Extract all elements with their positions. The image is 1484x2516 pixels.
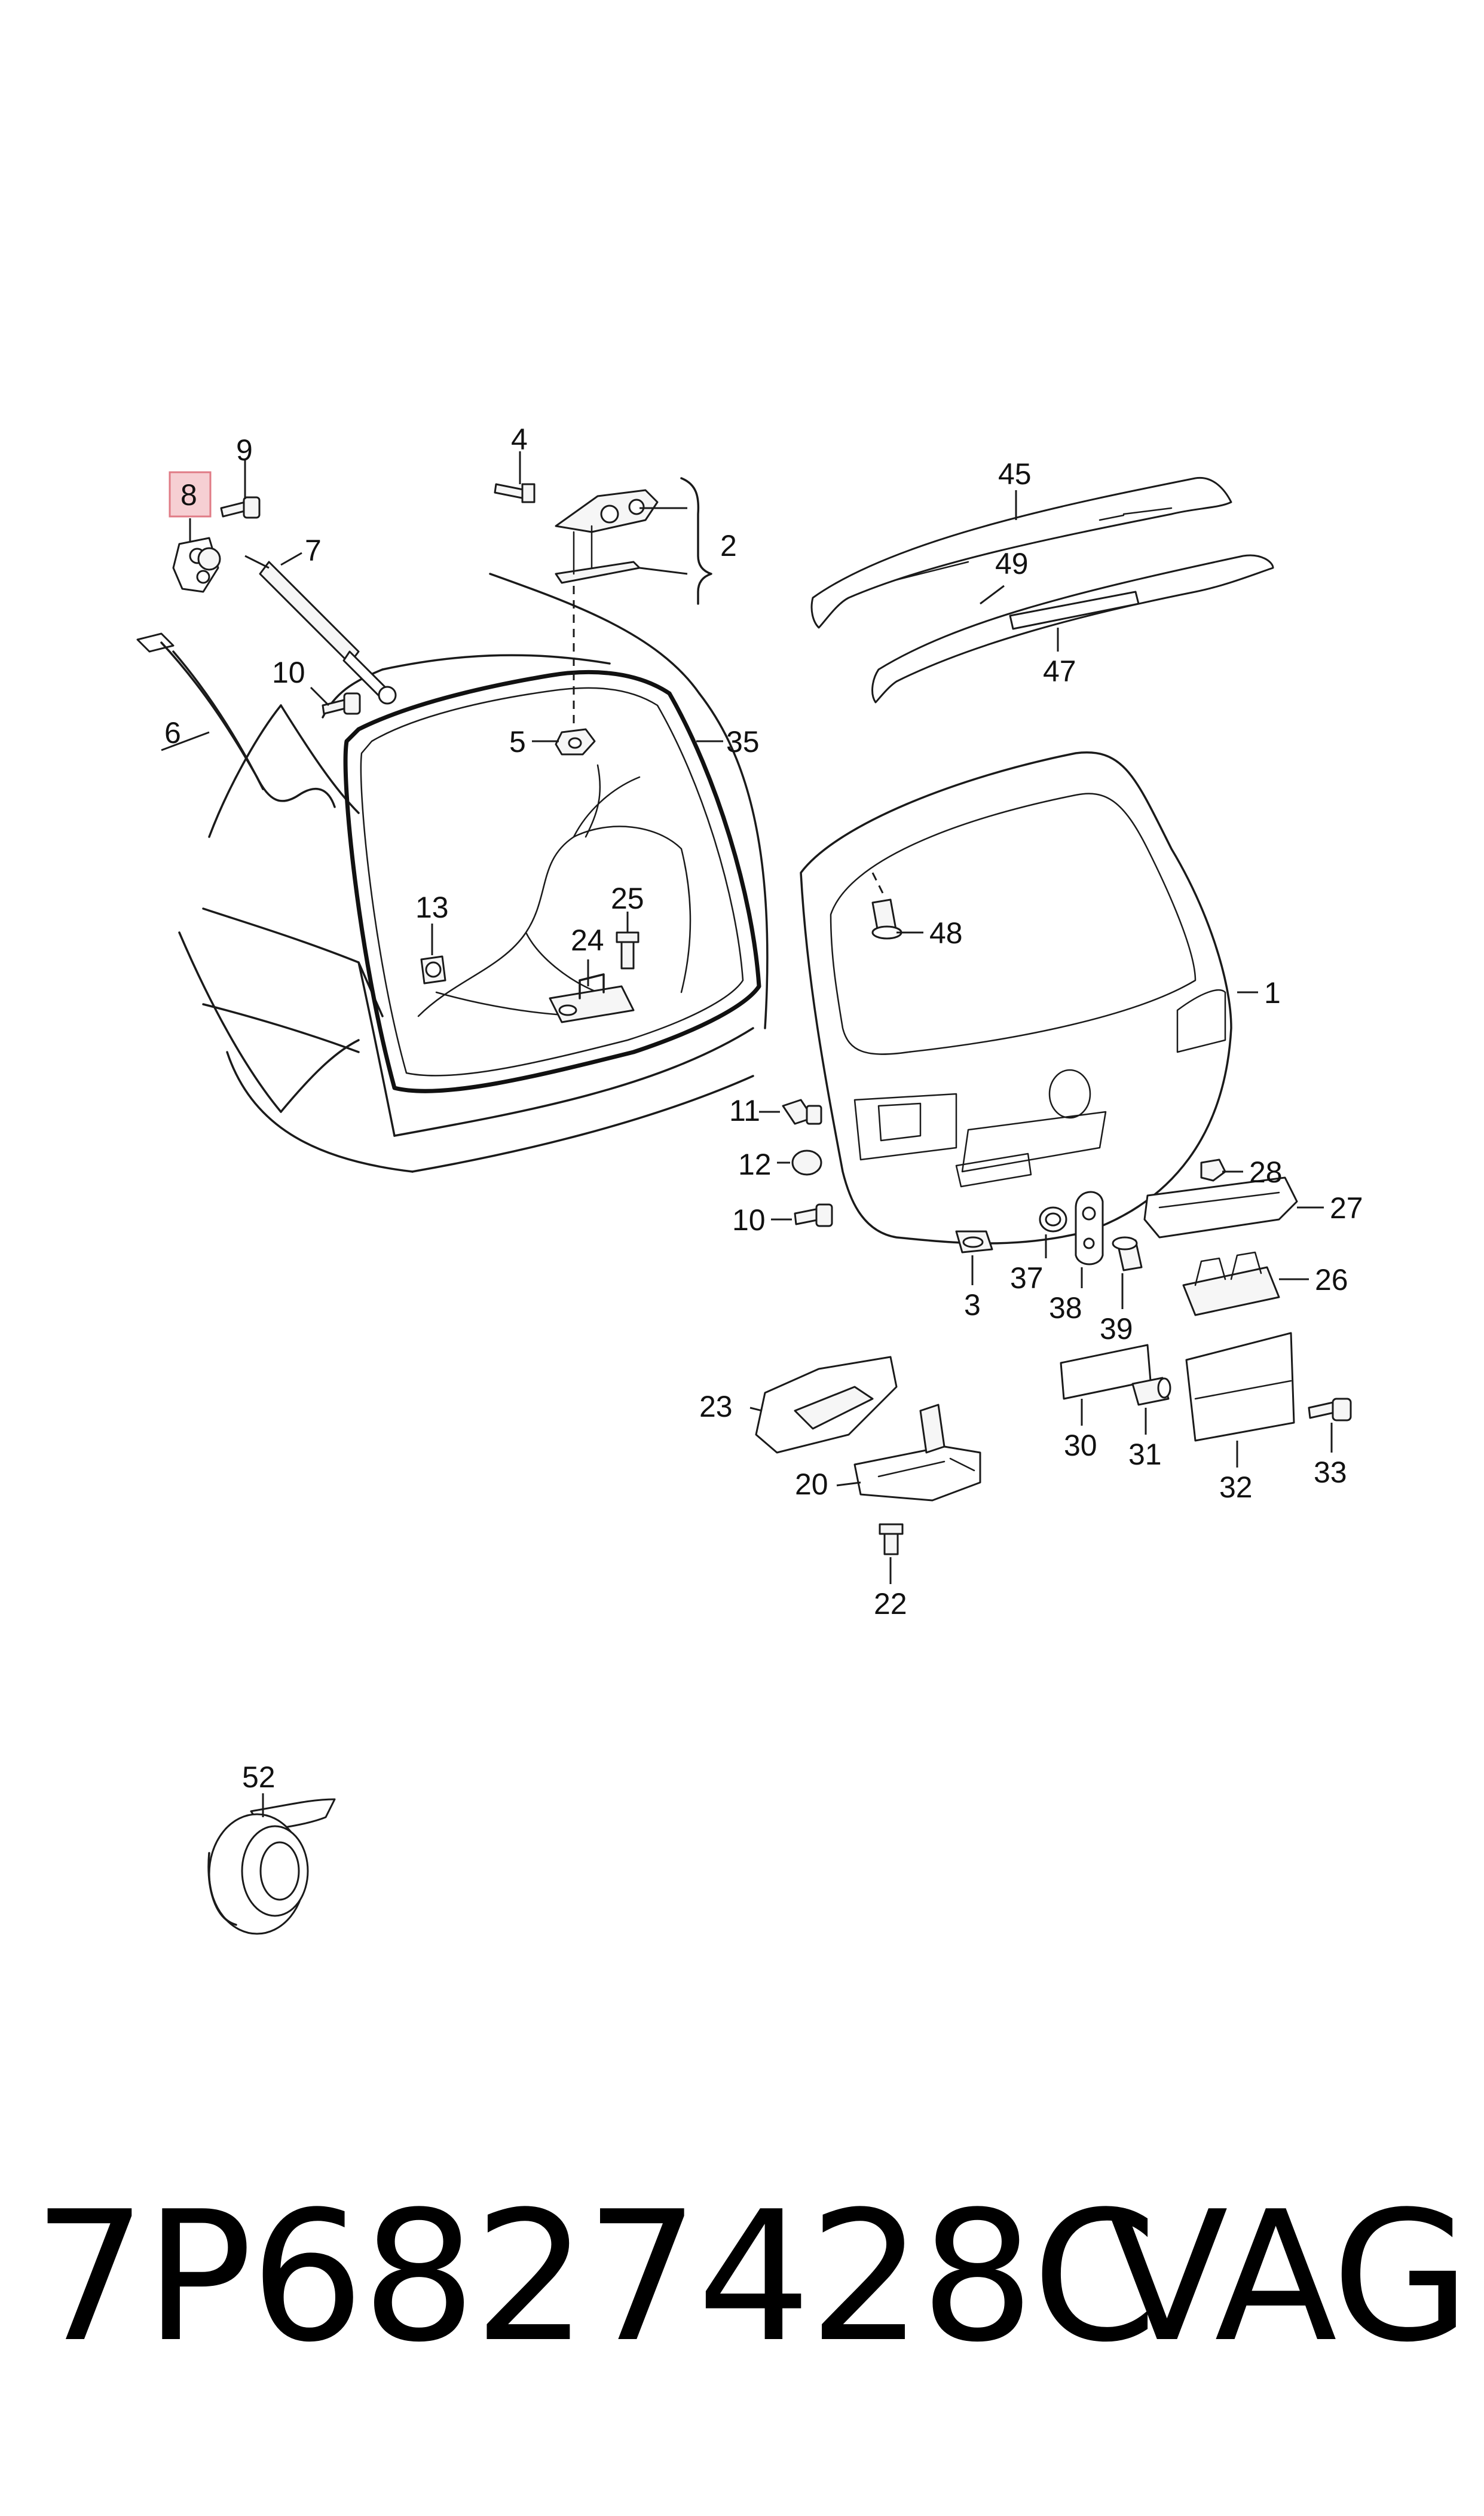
switch-26 xyxy=(1182,1251,1280,1316)
tailgate-seal xyxy=(343,669,761,1093)
brand-label: VAG xyxy=(1106,2173,1470,2382)
bolt-10-upper xyxy=(322,692,361,715)
grommet-13 xyxy=(420,955,446,985)
callout-13: 13 xyxy=(415,891,449,924)
callout-1: 1 xyxy=(1264,976,1281,1010)
gas-strut xyxy=(244,555,397,705)
adhesive-tape-roll xyxy=(207,1798,336,1935)
callout-10-lower: 10 xyxy=(732,1203,766,1237)
callout-8: 8 xyxy=(180,478,197,512)
bolt-33 xyxy=(1308,1398,1352,1421)
callout-39: 39 xyxy=(1100,1312,1133,1346)
screw-25 xyxy=(616,931,640,970)
bracket-32 xyxy=(1185,1332,1295,1442)
callout-47: 47 xyxy=(1043,655,1076,688)
callout-33: 33 xyxy=(1314,1456,1347,1489)
callout-5: 5 xyxy=(509,725,526,759)
callout-45: 45 xyxy=(998,457,1032,491)
callout-38: 38 xyxy=(1049,1291,1082,1325)
tailgate-panel xyxy=(800,751,1232,1245)
callout-35: 35 xyxy=(726,725,760,759)
hinge-assembly xyxy=(494,477,712,605)
callout-4: 4 xyxy=(511,423,528,456)
callout-23: 23 xyxy=(699,1390,733,1423)
callout-6: 6 xyxy=(164,716,181,750)
lock-20 xyxy=(853,1404,981,1502)
bracket-38 xyxy=(1075,1191,1104,1265)
callout-2: 2 xyxy=(720,529,737,562)
spacer-39 xyxy=(1112,1236,1143,1271)
spacer-31 xyxy=(1131,1377,1171,1406)
callout-9: 9 xyxy=(236,433,253,467)
highlighted-callout-box xyxy=(169,471,212,518)
bolt-10-lower xyxy=(794,1203,833,1227)
callout-31: 31 xyxy=(1128,1438,1162,1471)
washer-37 xyxy=(1039,1206,1067,1233)
bracket-23 xyxy=(755,1356,898,1454)
callout-7: 7 xyxy=(305,534,322,567)
nut-28 xyxy=(1200,1158,1226,1182)
handle-27 xyxy=(1143,1176,1298,1239)
callout-25: 25 xyxy=(611,882,644,915)
nut-5 xyxy=(555,728,596,756)
callout-12: 12 xyxy=(738,1148,772,1181)
vehicle-rear-body xyxy=(178,573,769,1173)
callout-labels: 1 2 3 4 5 6 7 8 9 10 10 11 12 13 20 22 2… xyxy=(164,423,1363,1794)
tension-cable xyxy=(136,632,336,808)
callout-30: 30 xyxy=(1064,1429,1097,1462)
rear-spoiler xyxy=(810,476,1232,629)
callout-22: 22 xyxy=(874,1587,907,1621)
cap-12 xyxy=(791,1150,822,1176)
ball-stud-mount xyxy=(172,537,221,593)
callout-10-upper: 10 xyxy=(272,656,305,689)
callout-28: 28 xyxy=(1249,1155,1283,1189)
callout-48: 48 xyxy=(929,916,963,950)
callout-49: 49 xyxy=(995,547,1029,580)
bolt-9 xyxy=(220,496,261,519)
callout-37: 37 xyxy=(1010,1261,1044,1295)
callout-20: 20 xyxy=(795,1468,828,1501)
part-number-label: 7P6827428C xyxy=(33,2173,1157,2382)
high-mount-brake-lamp xyxy=(871,554,1274,704)
buffer-3 xyxy=(955,1230,993,1254)
callout-32: 32 xyxy=(1219,1471,1253,1504)
callout-27: 27 xyxy=(1330,1191,1363,1225)
callout-24: 24 xyxy=(571,924,604,957)
leader-lines xyxy=(161,451,1333,1817)
callout-26: 26 xyxy=(1315,1263,1348,1297)
striker-24 xyxy=(549,973,635,1023)
callout-11: 11 xyxy=(729,1094,760,1127)
callout-52: 52 xyxy=(242,1760,276,1794)
bolt-22 xyxy=(879,1523,904,1555)
buffer-11 xyxy=(782,1099,822,1125)
callout-3: 3 xyxy=(964,1288,981,1322)
